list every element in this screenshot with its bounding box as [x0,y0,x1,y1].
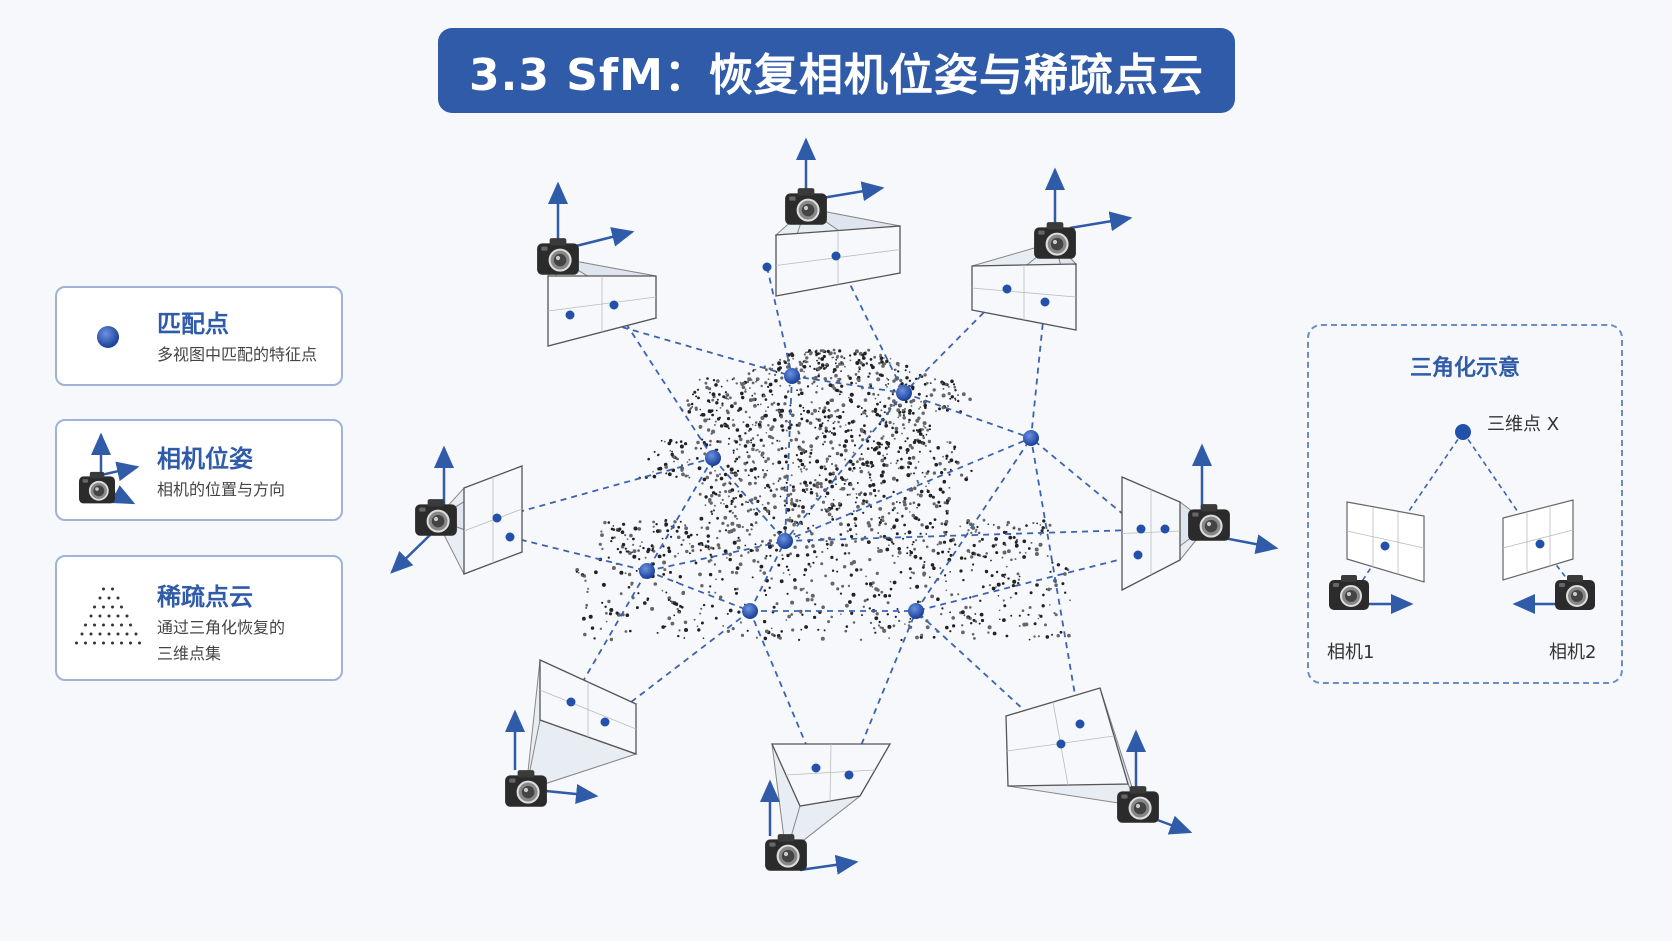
legend-match-point-desc: 多视图中匹配的特征点 [157,345,318,364]
triangulation-diagram [1328,424,1596,614]
image-feature-point [844,770,854,780]
image-feature-point [831,251,841,261]
image-feature-point [1160,524,1170,534]
image-feature-point [600,717,610,727]
triangulation-panel: 三角化示意 三维点 X 相机1 相机2 [1307,324,1623,684]
triangulation-title: 三角化示意 [1409,356,1520,381]
match-point [639,563,655,579]
legend-match-point: 匹配点 多视图中匹配的特征点 [55,286,343,386]
image-feature-point [492,513,502,523]
image-feature-point [762,262,772,272]
camera-icon [784,187,828,226]
camera-rig [1121,443,1279,592]
camera-rig [762,137,902,297]
camera-rig [970,167,1133,331]
legend-sparse-cloud-desc-1: 通过三角化恢复的 [157,618,286,637]
match-point [1023,430,1039,446]
image-feature-point [1002,284,1012,294]
sparse-point-cloud [575,348,1071,642]
match-point [908,603,924,619]
match-point [742,603,758,619]
image-feature-point [505,532,515,542]
camera-rig [504,658,638,808]
camera1-label: 相机1 [1327,642,1375,663]
legend-match-point-title: 匹配点 [157,310,229,338]
legend-sparse-cloud-title: 稀疏点云 [157,583,253,611]
match-point [777,533,793,549]
camera-rig [536,181,658,347]
image-feature-point [1040,297,1050,307]
legend-camera-pose: 相机位姿 相机的位置与方向 [55,419,343,521]
camera-icon [764,833,808,872]
image-feature-point [609,300,619,310]
camera-pose-icon [78,432,140,505]
legend-camera-pose-title: 相机位姿 [157,445,253,473]
sparse-cloud-icon [75,587,141,645]
image-feature-point [566,697,576,707]
camera-icon [1116,785,1160,824]
match-point [705,450,721,466]
camera-icon [504,769,548,808]
image-feature-point [1136,524,1146,534]
camera2-label: 相机2 [1549,642,1597,663]
image-feature-point [1133,550,1143,560]
camera-rig [760,743,892,875]
page-title: 3.3 SfM：恢复相机位姿与稀疏点云 [469,49,1204,101]
image-feature-point [1075,719,1085,729]
legend-camera-pose-desc: 相机的位置与方向 [157,480,286,499]
matched-3d-points [639,368,1039,619]
camera-icon [1187,503,1231,542]
title-banner: 3.3 SfM：恢复相机位姿与稀疏点云 [438,28,1235,113]
legend-sparse-cloud-desc-2: 三维点集 [157,644,222,663]
camera-icon [414,498,458,537]
triangulation-point-x [1455,424,1471,440]
image-feature-point [811,763,821,773]
match-point [896,385,912,401]
image-feature-point [565,310,575,320]
legend-sparse-cloud: 稀疏点云 通过三角化恢复的 三维点集 [55,555,343,681]
camera-icon [536,237,580,276]
camera-rig [1004,687,1193,835]
camera-rig [390,445,524,575]
image-feature-point [1056,739,1066,749]
camera-rigs [390,137,1279,875]
triangulation-point-label: 三维点 X [1487,414,1560,435]
camera-icon [1033,221,1077,260]
match-point-icon [97,326,119,348]
match-point [784,368,800,384]
